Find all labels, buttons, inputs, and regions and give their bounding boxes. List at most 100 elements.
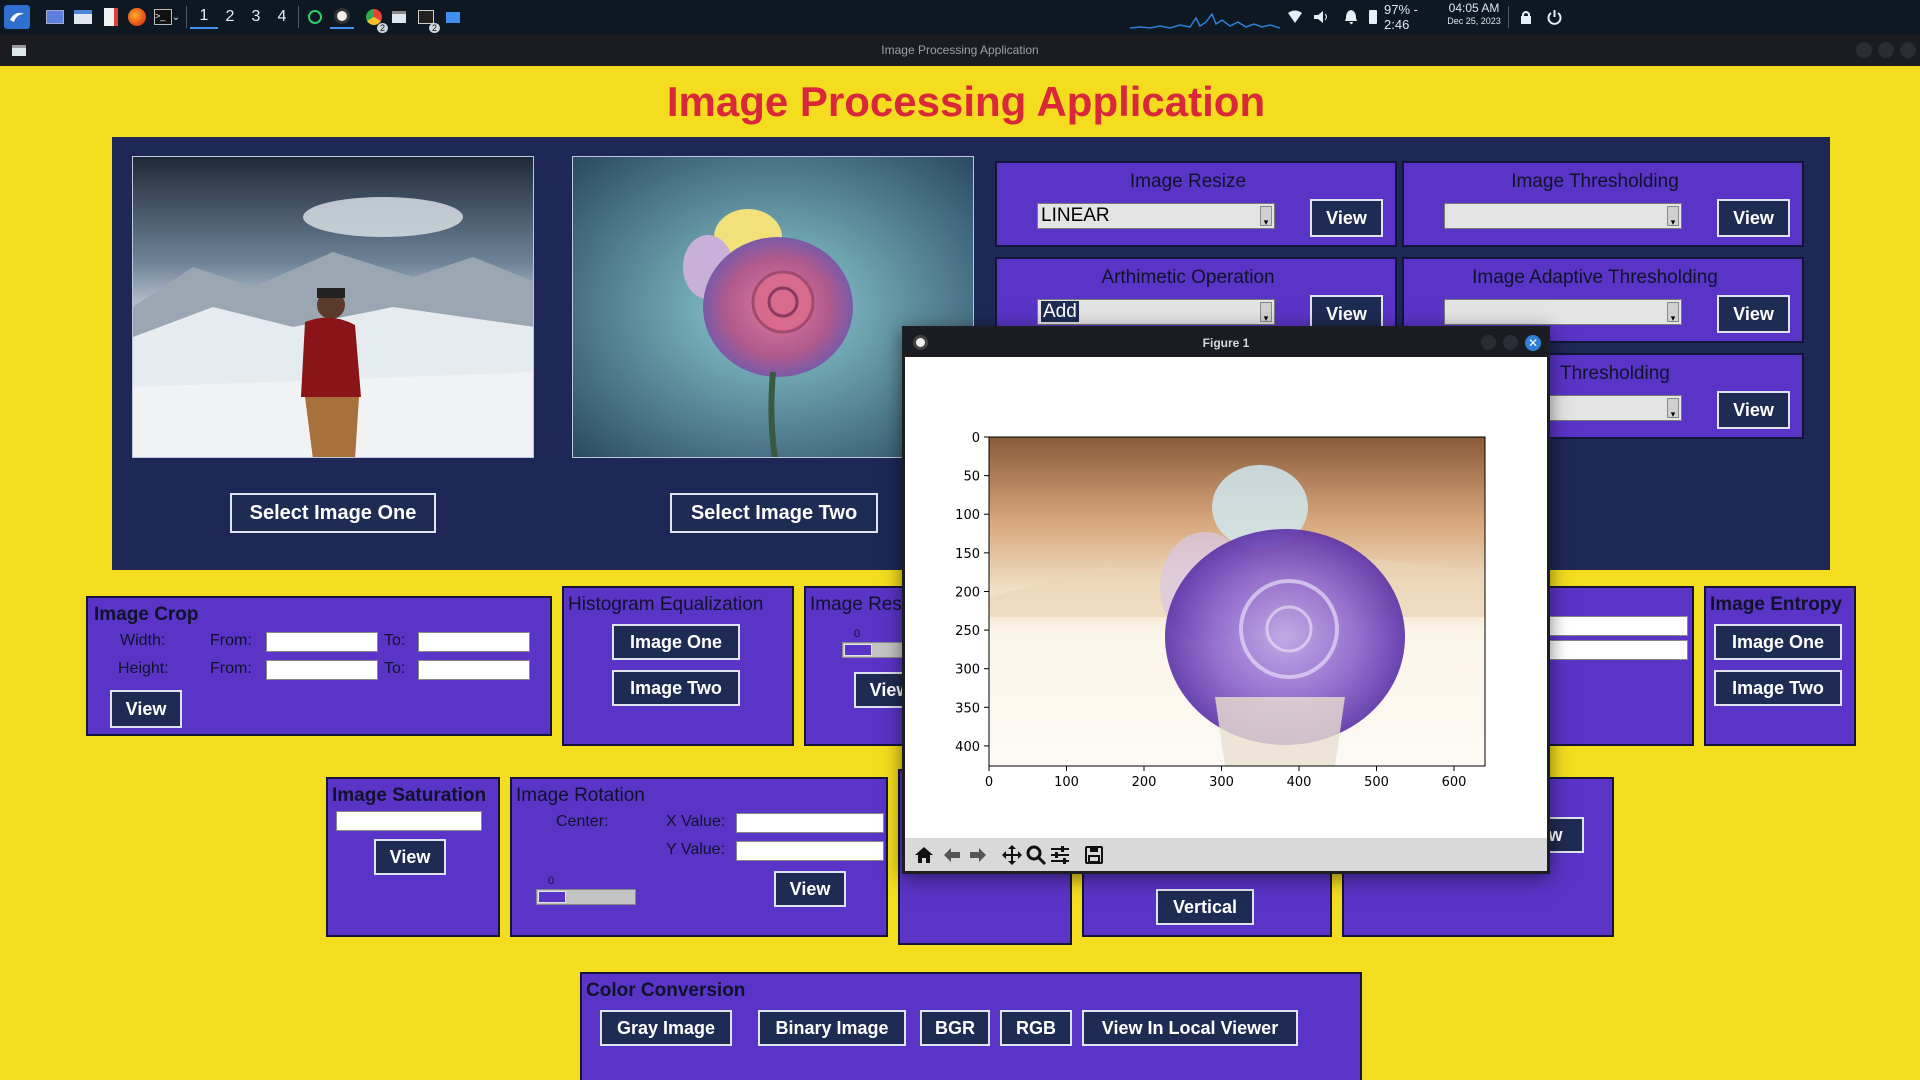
flip-vertical-button[interactable]: Vertical [1156, 889, 1254, 925]
figure-maximize-button[interactable] [1503, 335, 1518, 350]
python-icon [913, 335, 928, 350]
rotation-slider[interactable] [536, 889, 636, 905]
resize-method-dropdown[interactable]: LINEAR ▾ [1037, 203, 1275, 229]
firefox-icon[interactable] [126, 5, 148, 29]
image-thresholding-panel: Image Thresholding ▾ View [1402, 161, 1804, 247]
zoom-icon[interactable] [1025, 844, 1047, 866]
rotation-y-label: Y Value: [666, 841, 726, 858]
rotation-y-field[interactable] [736, 841, 884, 861]
crop-width-to-label: To: [384, 632, 406, 649]
window-menu-icon[interactable] [12, 45, 26, 56]
saturation-view-button[interactable]: View [374, 839, 446, 875]
home-icon[interactable] [913, 844, 935, 866]
app-menu-icon[interactable] [4, 5, 30, 29]
adaptive-dropdown[interactable]: ▾ [1444, 299, 1682, 325]
figure-close-button[interactable]: ✕ [1525, 335, 1541, 351]
resize-view-button[interactable]: View [1310, 199, 1383, 237]
crop-view-button[interactable]: View [110, 690, 182, 728]
select-image-one-button[interactable]: Select Image One [230, 493, 436, 533]
workspace-4[interactable]: 4 [277, 8, 287, 25]
chevron-down-icon[interactable]: ⌄ [171, 11, 181, 23]
folder-icon[interactable] [444, 5, 462, 29]
hidden-entry-field-2[interactable] [1548, 640, 1688, 660]
crop-height-label: Height: [118, 660, 169, 677]
maximize-button[interactable] [1878, 42, 1894, 58]
bell-icon[interactable] [1342, 5, 1360, 29]
battery-status[interactable]: 97% - 2:46 [1384, 2, 1418, 32]
crop-height-from-field[interactable] [266, 660, 378, 680]
wifi-icon[interactable] [1286, 5, 1304, 29]
volume-icon[interactable] [1312, 5, 1332, 29]
rotation-title: Image Rotation [516, 785, 645, 806]
crop-height-to-field[interactable] [418, 660, 530, 680]
lock-icon[interactable] [1516, 5, 1536, 29]
image-res-title: Image Res [810, 594, 902, 615]
slider-knob[interactable] [844, 644, 872, 656]
forward-arrow-icon[interactable] [967, 844, 989, 866]
back-arrow-icon[interactable] [941, 844, 963, 866]
network-graph-icon [1130, 12, 1280, 29]
bgr-button[interactable]: BGR [920, 1010, 990, 1046]
terminal-window-icon[interactable]: 2 [414, 5, 440, 33]
terminal-icon[interactable]: >_ [152, 5, 174, 29]
select-image-two-button[interactable]: Select Image Two [670, 493, 878, 533]
other-threshold-view-button[interactable]: View [1717, 391, 1790, 429]
workspace-1[interactable]: 1 [190, 5, 218, 29]
text-editor-icon[interactable] [100, 5, 122, 29]
y-tick-label: 300 [955, 663, 980, 678]
binary-image-button[interactable]: Binary Image [758, 1010, 906, 1046]
entropy-image-one-button[interactable]: Image One [1714, 624, 1842, 660]
window-title: Image Processing Application [881, 43, 1039, 57]
window-titlebar[interactable]: Image Processing Application [0, 34, 1920, 66]
histeq-image-one-button[interactable]: Image One [612, 624, 740, 660]
histeq-image-two-button[interactable]: Image Two [612, 670, 740, 706]
crop-width-to-field[interactable] [418, 632, 530, 652]
window-icon[interactable] [390, 5, 408, 29]
dropdown-arrow-icon[interactable]: ▾ [1667, 206, 1679, 227]
y-tick-label: 100 [955, 508, 980, 523]
gray-image-button[interactable]: Gray Image [600, 1010, 732, 1046]
adaptive-view-button[interactable]: View [1717, 295, 1790, 333]
refresh-icon[interactable] [306, 5, 324, 29]
power-icon[interactable] [1544, 5, 1564, 29]
pan-icon[interactable] [1001, 844, 1023, 866]
dropdown-arrow-icon[interactable]: ▾ [1667, 302, 1679, 323]
dropdown-arrow-icon[interactable]: ▾ [1260, 302, 1272, 323]
threshold-view-button[interactable]: View [1717, 199, 1790, 237]
view-local-viewer-button[interactable]: View In Local Viewer [1082, 1010, 1298, 1046]
figure-titlebar[interactable]: Figure 1 ✕ [905, 329, 1547, 357]
python-app-icon[interactable] [330, 5, 354, 29]
clock-time[interactable]: 04:05 AM [1448, 1, 1500, 15]
dropdown-arrow-icon[interactable]: ▾ [1667, 398, 1679, 419]
workspace-2[interactable]: 2 [225, 8, 235, 25]
threshold-dropdown[interactable]: ▾ [1444, 203, 1682, 229]
saturation-field[interactable] [336, 811, 482, 831]
entropy-image-two-button[interactable]: Image Two [1714, 670, 1842, 706]
saturation-title: Image Saturation [332, 785, 487, 806]
y-tick-label: 250 [955, 624, 980, 639]
workspace-3[interactable]: 3 [251, 8, 261, 25]
plot-axes-frame [988, 436, 1486, 767]
hidden-entry-field-1[interactable] [1548, 616, 1688, 636]
crop-height-to-label: To: [384, 660, 406, 677]
chrome-badge: 2 [376, 23, 388, 33]
configure-subplots-icon[interactable] [1049, 844, 1071, 866]
desktop-icon[interactable] [44, 5, 66, 29]
file-manager-icon[interactable] [72, 5, 94, 29]
rgb-button[interactable]: RGB [1000, 1010, 1072, 1046]
save-icon[interactable] [1083, 844, 1105, 866]
arithmetic-dropdown[interactable]: Add ▾ [1037, 299, 1275, 325]
figure-minimize-button[interactable] [1481, 335, 1496, 350]
close-button[interactable] [1900, 42, 1916, 58]
chrome-icon[interactable]: 2 [362, 5, 388, 33]
slider-knob[interactable] [538, 891, 566, 903]
rotation-view-button[interactable]: View [774, 871, 846, 907]
rotation-x-field[interactable] [736, 813, 884, 833]
dropdown-arrow-icon[interactable]: ▾ [1260, 206, 1272, 227]
image-two-preview [572, 156, 974, 458]
crop-width-from-field[interactable] [266, 632, 378, 652]
minimize-button[interactable] [1856, 42, 1872, 58]
clock-date: Dec 25, 2023 [1447, 16, 1501, 26]
